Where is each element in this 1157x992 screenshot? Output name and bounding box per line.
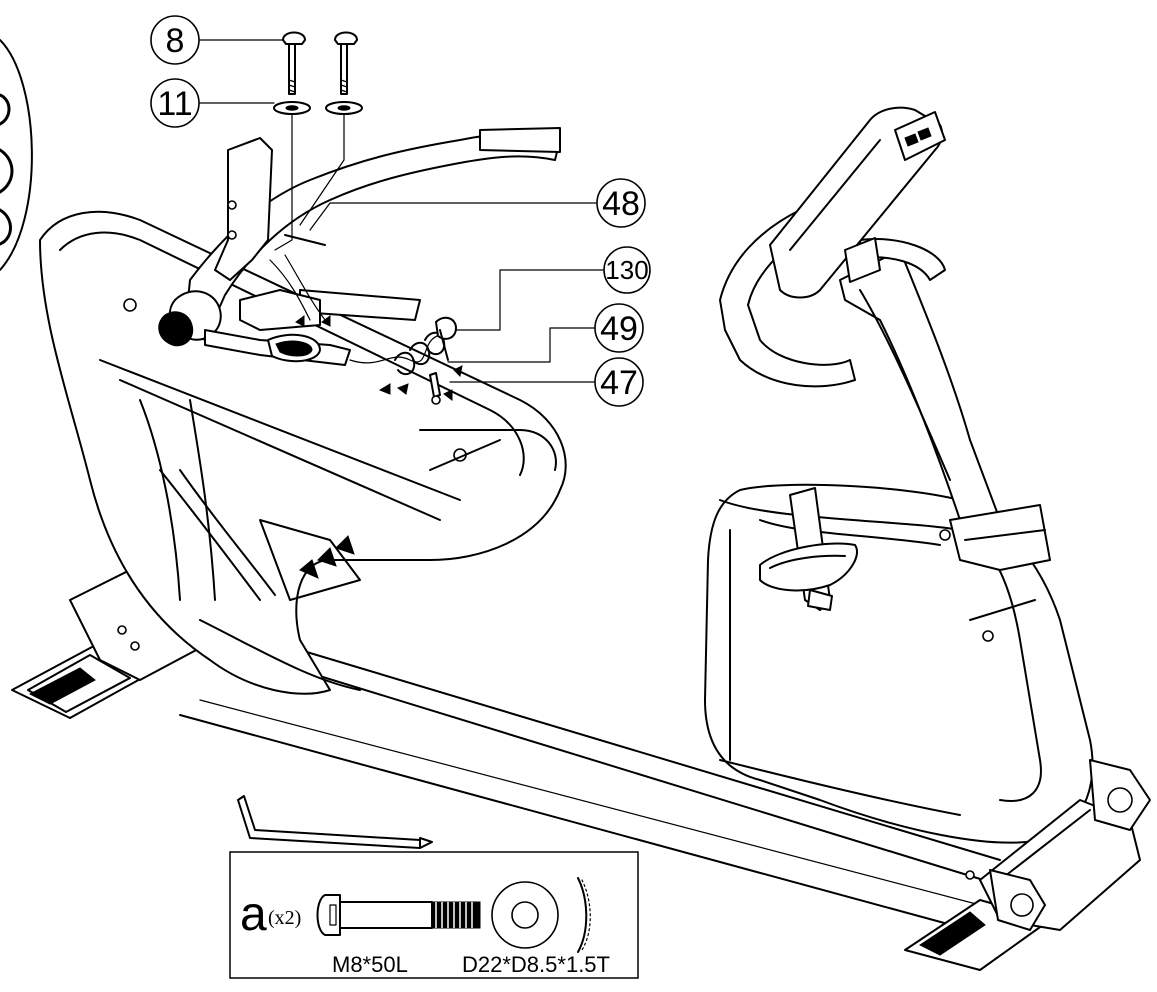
console-mast	[839, 249, 1051, 571]
washer-11-right	[325, 101, 363, 115]
callout-8-label: 8	[166, 22, 185, 60]
frame-rail	[179, 649, 1001, 931]
hardware-washer-icon	[491, 877, 591, 953]
callout-48: 48	[596, 178, 646, 228]
wiring-harness	[269, 254, 463, 405]
hardware-quantity: (x2)	[268, 907, 301, 929]
rear-handlebars	[719, 209, 946, 388]
console	[769, 106, 946, 299]
callout-leaders	[199, 39, 605, 383]
hardware-bolt-spec: M8*50L	[332, 952, 408, 977]
rear-stabilizer	[904, 759, 1151, 971]
washer-11-left	[273, 101, 311, 115]
hardware-bolt-icon	[316, 894, 481, 936]
front-support-column	[139, 399, 216, 601]
callout-11-label: 11	[157, 85, 192, 123]
callout-11: 11	[150, 78, 200, 128]
callout-47-label: 47	[600, 364, 638, 402]
handlebar-bracket	[214, 137, 421, 331]
hardware-letter: a	[240, 888, 267, 941]
hardware-box: a (x2) M8*50L D22*D8.5*1.5T	[229, 851, 639, 979]
callout-47: 47	[594, 357, 644, 407]
allen-key-icon	[237, 795, 433, 849]
bolt-guide-lines	[274, 113, 345, 251]
detail-circle-fragment	[0, 39, 33, 271]
hardware-washer-spec: D22*D8.5*1.5T	[462, 952, 610, 977]
callout-130-label: 130	[605, 255, 648, 285]
bolt-8-right	[334, 31, 358, 95]
pedal	[759, 487, 858, 611]
callout-49: 49	[594, 303, 644, 353]
callout-130: 130	[603, 246, 651, 294]
callout-8: 8	[150, 15, 200, 65]
callout-48-label: 48	[602, 185, 640, 223]
callout-49-label: 49	[600, 310, 638, 348]
bolt-8-left	[282, 31, 306, 95]
